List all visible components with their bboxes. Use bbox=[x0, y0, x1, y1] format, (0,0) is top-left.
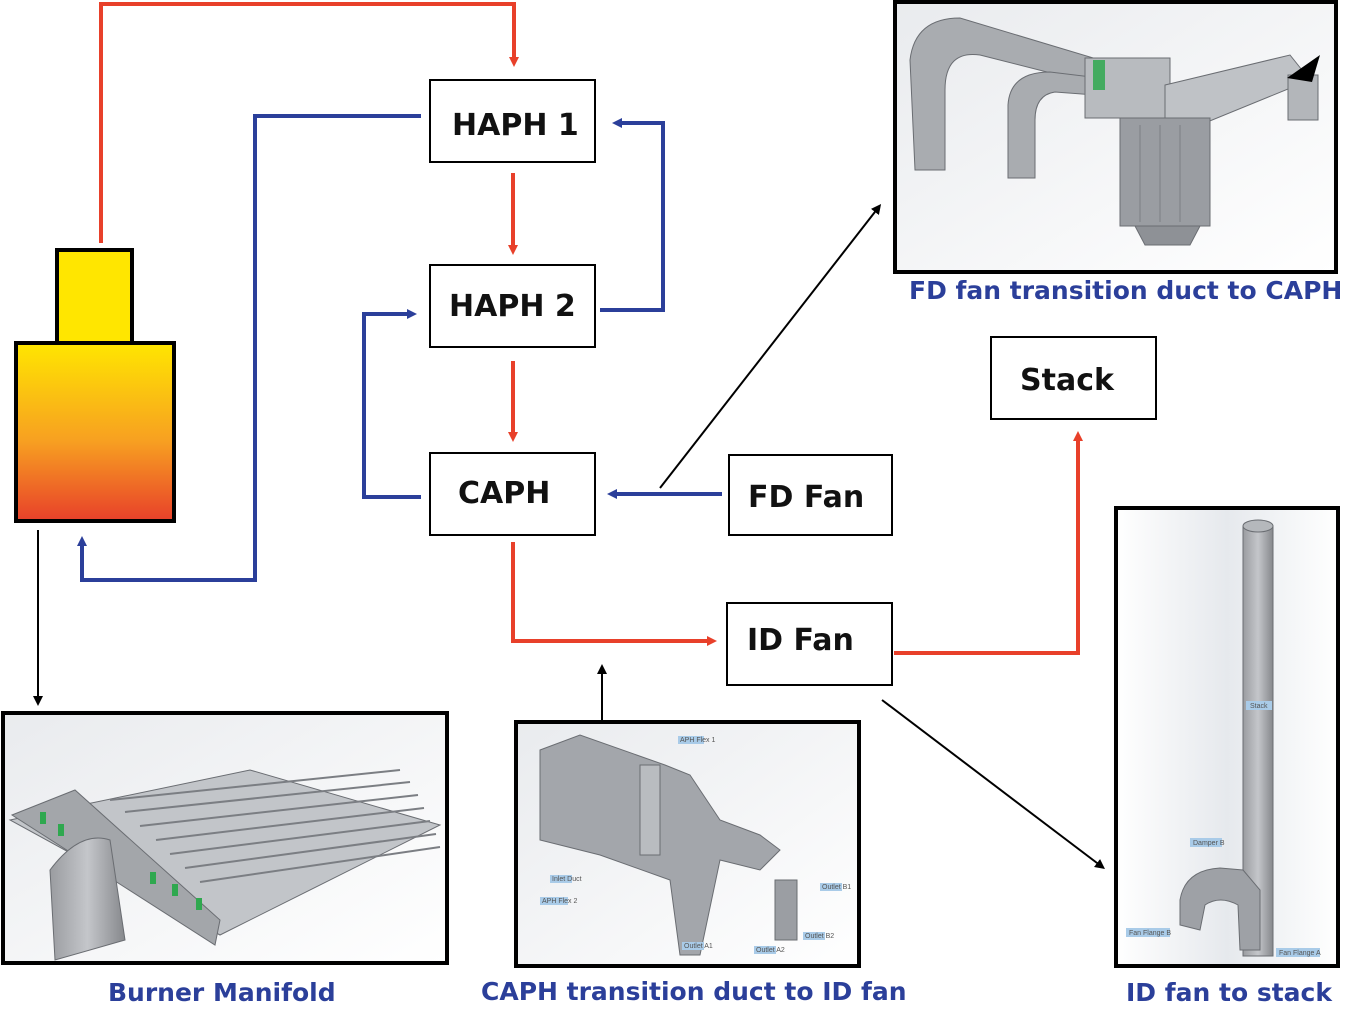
caph-duct-flange bbox=[639, 764, 661, 856]
air-line-haph2-to-haph1 bbox=[600, 118, 665, 312]
stack-tags: Stack Damper B Fan Flange B Fan Flange A bbox=[1126, 701, 1321, 957]
haph2-box: HAPH 2 bbox=[429, 264, 596, 348]
duct-branch-right bbox=[1164, 54, 1311, 126]
duct-direction-arrow-icon bbox=[1287, 55, 1320, 82]
svg-text:Damper B: Damper B bbox=[1193, 840, 1225, 847]
air-line-haph1-to-furnace bbox=[77, 114, 421, 582]
air-line-caph-to-haph2 bbox=[362, 309, 421, 499]
flue-line-caph-to-idfan bbox=[511, 542, 717, 646]
haph2-label: HAPH 2 bbox=[449, 289, 576, 324]
caption-id-stack: ID fan to stack bbox=[1126, 978, 1333, 1007]
caph-duct-outlet bbox=[774, 879, 798, 941]
svg-text:Stack: Stack bbox=[1250, 703, 1268, 710]
stack-fan-elbow bbox=[1179, 867, 1261, 951]
stack-top bbox=[1242, 519, 1274, 533]
caph-label: CAPH bbox=[458, 476, 550, 511]
svg-text:Inlet Duct: Inlet Duct bbox=[552, 876, 582, 883]
fd-fan-box: FD Fan bbox=[728, 454, 893, 536]
caph-duct-tags: APH Flex 1 Inlet Duct APH Flex 2 Outlet … bbox=[540, 736, 851, 954]
fd-fan-label: FD Fan bbox=[748, 480, 864, 515]
air-lines bbox=[77, 114, 722, 582]
duct-caph-body bbox=[1119, 117, 1211, 227]
caption-caph-duct: CAPH transition duct to ID fan bbox=[481, 977, 907, 1006]
svg-text:Outlet B1: Outlet B1 bbox=[822, 884, 851, 891]
svg-text:Fan Flange A: Fan Flange A bbox=[1279, 950, 1321, 957]
furnace bbox=[14, 248, 176, 523]
pointer-arrows bbox=[33, 204, 1105, 870]
svg-text:APH Flex 1: APH Flex 1 bbox=[680, 737, 716, 744]
pointer-fdfan-to-duct bbox=[659, 204, 882, 489]
flue-line-furnace-to-haph1 bbox=[99, 2, 519, 243]
manifold-flex-inlet bbox=[49, 837, 126, 961]
id-fan-label: ID Fan bbox=[747, 623, 854, 658]
flue-gas-lines bbox=[99, 2, 1083, 655]
svg-text:APH Flex 2: APH Flex 2 bbox=[542, 898, 578, 905]
flue-line-idfan-to-stack bbox=[894, 431, 1083, 655]
furnace-body bbox=[14, 341, 176, 523]
duct-axis-marker bbox=[1093, 60, 1105, 90]
svg-text:Fan Flange B: Fan Flange B bbox=[1129, 930, 1171, 937]
caph-box: CAPH bbox=[429, 452, 596, 536]
caph-duct-render: APH Flex 1 Inlet Duct APH Flex 2 Outlet … bbox=[514, 720, 861, 968]
duct-caph-hopper bbox=[1134, 225, 1201, 246]
svg-text:Outlet A2: Outlet A2 bbox=[756, 947, 785, 954]
id-fan-box: ID Fan bbox=[726, 602, 893, 686]
manifold-tubes bbox=[109, 769, 441, 883]
duct-arch-left bbox=[909, 17, 1111, 171]
svg-text:Outlet B2: Outlet B2 bbox=[805, 933, 834, 940]
caption-fd-duct: FD fan transition duct to CAPH bbox=[909, 276, 1342, 305]
svg-text:Outlet A1: Outlet A1 bbox=[684, 943, 713, 950]
burner-manifold-render bbox=[1, 711, 449, 965]
duct-end-flange bbox=[1287, 74, 1319, 121]
manifold-green-ports bbox=[40, 812, 202, 910]
duct-arch-right bbox=[1007, 71, 1101, 179]
furnace-chimney bbox=[55, 248, 134, 347]
id-stack-render: Stack Damper B Fan Flange B Fan Flange A bbox=[1114, 506, 1340, 968]
haph1-label: HAPH 1 bbox=[452, 108, 579, 143]
stack-label: Stack bbox=[1020, 363, 1115, 398]
haph1-box: HAPH 1 bbox=[429, 79, 596, 163]
pointer-idfan-to-stack-render bbox=[881, 699, 1105, 870]
stack-box: Stack bbox=[990, 336, 1157, 420]
caption-burner-manifold: Burner Manifold bbox=[108, 978, 336, 1007]
fd-duct-render bbox=[893, 0, 1338, 274]
